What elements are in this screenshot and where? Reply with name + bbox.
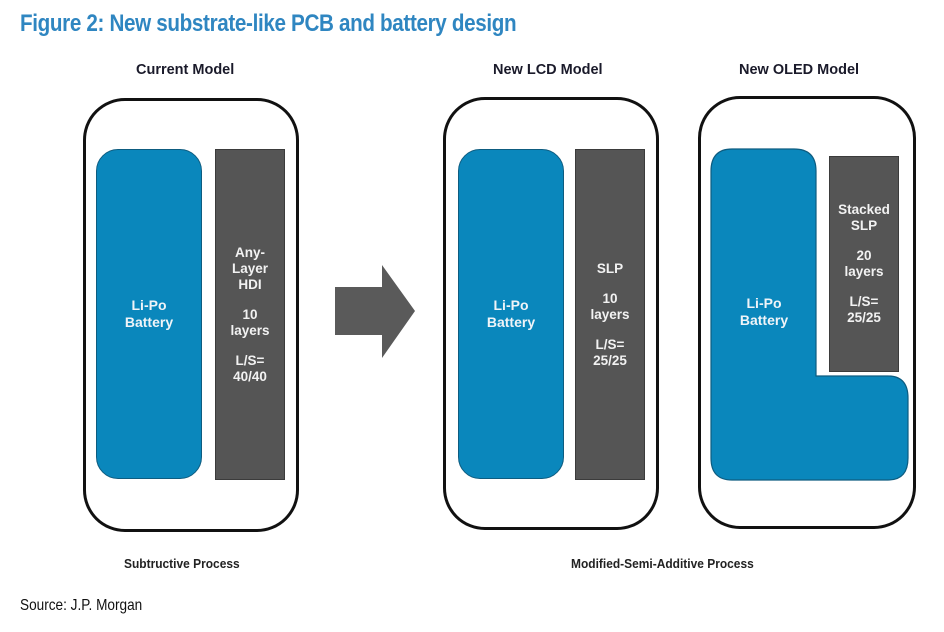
pcb-lcd: SLP 10 layers L/S= 25/25 xyxy=(575,149,645,480)
battery-current: Li-Po Battery xyxy=(96,149,202,479)
figure-title: Figure 2: New substrate-like PCB and bat… xyxy=(20,10,517,37)
source-note: Source: J.P. Morgan xyxy=(20,597,143,614)
right-arrow-icon xyxy=(335,265,415,358)
battery-label: Li-Po Battery xyxy=(486,297,536,330)
pcb-type: SLP xyxy=(596,260,624,276)
battery-lcd: Li-Po Battery xyxy=(458,149,564,479)
pcb-type: Stacked SLP xyxy=(838,202,890,233)
model-label-lcd: New LCD Model xyxy=(493,62,603,78)
battery-label: Li-Po Battery xyxy=(739,295,789,328)
pcb-layers: 20 layers xyxy=(844,248,884,279)
pcb-oled: Stacked SLP 20 layers L/S= 25/25 xyxy=(829,156,899,372)
pcb-current: Any- Layer HDI 10 layers L/S= 40/40 xyxy=(215,149,285,480)
pcb-layers: 10 layers xyxy=(590,290,630,322)
battery-shape xyxy=(710,148,909,481)
pcb-line-space: L/S= 25/25 xyxy=(847,294,881,325)
model-label-current: Current Model xyxy=(136,62,235,78)
process-label-msap: Modified-Semi-Additive Process xyxy=(571,556,754,571)
arrow-shape xyxy=(335,265,415,358)
pcb-layers: 10 layers xyxy=(230,306,270,338)
model-label-oled: New OLED Model xyxy=(739,62,860,78)
pcb-line-space: L/S= 40/40 xyxy=(233,352,267,384)
pcb-type: Any- Layer HDI xyxy=(231,244,269,292)
pcb-line-space: L/S= 25/25 xyxy=(593,336,627,368)
battery-oled-l-shape xyxy=(710,148,909,481)
battery-label: Li-Po Battery xyxy=(124,297,174,330)
process-label-subtractive: Subtructive Process xyxy=(124,556,240,571)
battery-oled-label-wrap: Li-Po Battery xyxy=(711,295,817,329)
